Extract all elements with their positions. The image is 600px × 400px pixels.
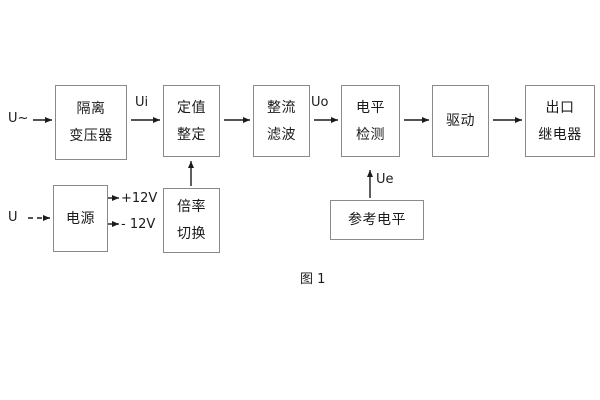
block-line: 倍率 (177, 199, 206, 215)
block-line: 参考电平 (348, 212, 406, 228)
block-line: 定值 (177, 99, 206, 116)
block-line: 变压器 (69, 128, 113, 144)
label-input-ac: U~ (8, 111, 29, 126)
block-rectify-filter: 整流 滤波 (253, 85, 310, 157)
block-reference-level: 参考电平 (330, 200, 424, 240)
block-line: 检测 (356, 126, 385, 143)
block-line: 电源 (66, 210, 95, 227)
block-output-relay: 出口 继电器 (525, 85, 595, 157)
figure-caption: 图 1 (300, 272, 326, 287)
block-multiplier-switch: 倍率 切换 (163, 188, 220, 253)
label-minus-12v: - 12V (121, 217, 156, 232)
block-line: 整流 (267, 99, 296, 116)
label-plus-12v: +12V (121, 191, 158, 206)
block-level-detection: 电平 检测 (341, 85, 400, 157)
block-line: 整定 (177, 126, 206, 143)
block-isolation-transformer: 隔离 变压器 (55, 85, 127, 160)
block-power-supply: 电源 (53, 185, 108, 252)
label-ue: Ue (376, 172, 394, 187)
block-line: 电平 (356, 99, 385, 116)
block-drive: 驱动 (432, 85, 489, 157)
label-ui: Ui (135, 95, 149, 110)
block-line: 继电器 (538, 126, 582, 143)
block-line: 切换 (177, 226, 206, 242)
block-line: 滤波 (267, 126, 296, 143)
block-line: 隔离 (76, 101, 106, 117)
block-setting-value: 定值 整定 (163, 85, 220, 157)
block-line: 驱动 (446, 113, 475, 129)
label-input-dc: U (8, 210, 18, 225)
label-uo: Uo (311, 95, 329, 110)
block-line: 出口 (545, 99, 575, 116)
